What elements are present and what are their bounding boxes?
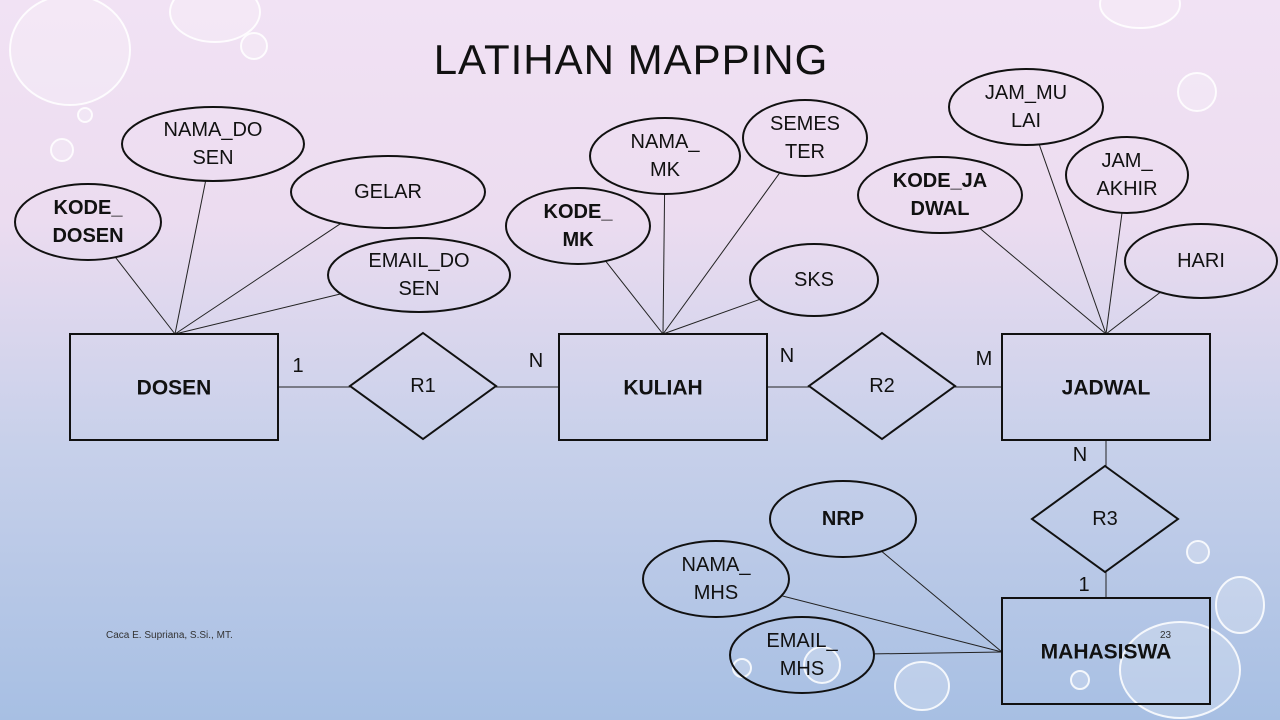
slide-number: 23 [1160, 630, 1172, 641]
attribute-email-mhs-ellipse [729, 616, 875, 694]
cardinality-r2-to: M [976, 348, 993, 370]
water-droplet [169, 0, 261, 43]
water-droplet [1215, 576, 1265, 634]
attribute-connector [174, 180, 207, 335]
cardinality-r1-from: 1 [292, 355, 303, 377]
water-droplets-decoration [9, 0, 1265, 719]
attribute-connector [605, 260, 664, 335]
cardinality-r2-from: N [780, 345, 794, 367]
entity-kuliah-label: KULIAH [623, 377, 702, 400]
attribute-connector [662, 193, 666, 335]
attribute-jam-mulai-label: LAI [1011, 110, 1041, 132]
attribute-connector [979, 227, 1107, 335]
cardinality-r3-from: N [1073, 444, 1087, 466]
attribute-hari-ellipse [1124, 223, 1278, 299]
attribute-connector [662, 172, 781, 335]
entity-kuliah-box [558, 333, 768, 441]
attribute-gelar-ellipse [290, 155, 486, 229]
attribute-semester-label: SEMES [770, 113, 840, 135]
attribute-nama-mhs-label: NAMA_ [682, 554, 752, 576]
attribute-kode-jadwal-ellipse [857, 156, 1023, 234]
attribute-email-mhs-label: MHS [780, 658, 824, 680]
water-droplet [240, 32, 268, 60]
attribute-connector [174, 293, 341, 335]
entity-dosen-label: DOSEN [137, 377, 212, 400]
attribute-kode-dosen-label: KODE_ [54, 197, 124, 219]
attribute-connector [781, 595, 1003, 653]
attribute-nama-mk-label: NAMA_ [631, 131, 701, 153]
attribute-kode-dosen-label: DOSEN [52, 225, 123, 247]
attribute-nama-mhs-label: MHS [694, 582, 738, 604]
attribute-hari-label: HARI [1177, 250, 1225, 272]
attribute-connector [1105, 212, 1123, 335]
diagram-shapes: KODE_DOSENNAMA_DOSENGELAREMAIL_DOSENKODE… [14, 68, 1278, 705]
attribute-nrp-ellipse [769, 480, 917, 558]
attribute-connector [873, 651, 1003, 655]
water-droplet [732, 658, 752, 678]
entity-jadwal-label: JADWAL [1062, 377, 1151, 400]
attribute-email-dosen-ellipse [327, 237, 511, 313]
attribute-kode-mk-label: MK [562, 229, 594, 251]
footer-author: Caca E. Supriana, S.Si., MT. [106, 630, 233, 641]
attribute-email-mhs-label: EMAIL_ [766, 630, 838, 652]
attribute-connector [1105, 291, 1161, 335]
cardinality-r1-to: N [529, 350, 543, 372]
attribute-nrp-label: NRP [822, 508, 864, 530]
entity-mahasiswa-label: MAHASISWA [1041, 641, 1172, 664]
attribute-nama-mhs-ellipse [642, 540, 790, 618]
attribute-jam-mulai-label: JAM_MU [985, 82, 1067, 104]
attribute-kode-jadwal-label: KODE_JA [893, 170, 987, 192]
relationship-r2-diamond [807, 331, 957, 441]
entity-mahasiswa-box [1001, 597, 1211, 705]
attribute-connector [662, 298, 761, 335]
entity-dosen-box [69, 333, 279, 441]
attribute-nama-mk-ellipse [589, 117, 741, 195]
water-droplet [77, 107, 93, 123]
attribute-sks-ellipse [749, 243, 879, 317]
attribute-semester-ellipse [742, 99, 868, 177]
attribute-nama-mk-label: MK [650, 159, 681, 181]
attribute-email-dosen-label: SEN [398, 278, 439, 300]
water-droplet [894, 661, 950, 711]
attribute-jam-akhir-label: AKHIR [1096, 178, 1157, 200]
attribute-nama-dosen-label: NAMA_DO [164, 119, 263, 141]
attribute-sks-label: SKS [794, 269, 834, 291]
water-droplet [50, 138, 74, 162]
relationship-r3-label: R3 [1092, 508, 1118, 530]
relationship-r3-diamond [1030, 464, 1180, 574]
relationship-r2-label: R2 [869, 375, 895, 397]
water-droplet [803, 646, 841, 684]
cardinality-r3-to: 1 [1078, 574, 1089, 596]
attribute-nama-dosen-label: SEN [192, 147, 233, 169]
water-droplet [1177, 72, 1217, 112]
attribute-gelar-label: GELAR [354, 181, 422, 203]
attribute-jam-akhir-ellipse [1065, 136, 1189, 214]
water-droplet [1099, 0, 1181, 29]
attribute-connector [174, 223, 342, 335]
attribute-kode-dosen-ellipse [14, 183, 162, 261]
attribute-semester-label: TER [785, 141, 825, 163]
water-droplet [1070, 670, 1090, 690]
water-droplet [1186, 540, 1210, 564]
attribute-kode-jadwal-label: DWAL [911, 198, 970, 220]
attribute-kode-mk-ellipse [505, 187, 651, 265]
connector-lines [114, 144, 1161, 655]
attribute-jam-akhir-label: JAM_ [1101, 150, 1153, 172]
attribute-nama-dosen-ellipse [121, 106, 305, 182]
entity-jadwal-box [1001, 333, 1211, 441]
water-droplet [9, 0, 131, 106]
attribute-jam-mulai-ellipse [948, 68, 1104, 146]
relationship-r1-label: R1 [410, 375, 436, 397]
slide-title: LATIHAN MAPPING [433, 36, 829, 83]
attribute-connector [881, 550, 1003, 653]
attribute-kode-mk-label: KODE_ [544, 201, 614, 223]
attribute-connector [1038, 144, 1107, 335]
attribute-connector [114, 256, 176, 335]
attribute-email-dosen-label: EMAIL_DO [368, 250, 469, 272]
relationship-r1-diamond [348, 331, 498, 441]
